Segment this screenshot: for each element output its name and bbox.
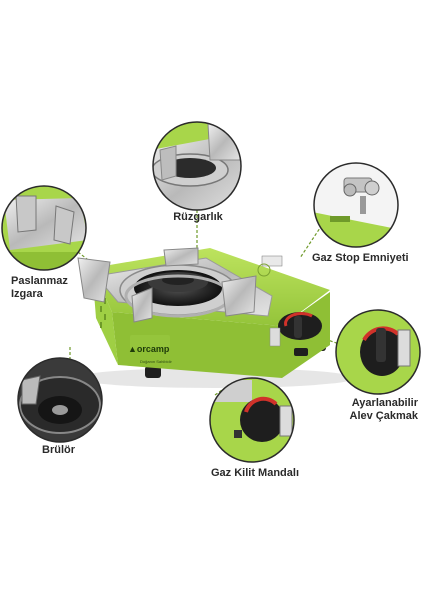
detail-circle-wind-guard <box>152 121 242 211</box>
detail-circle-burner <box>17 357 103 443</box>
feature-label-stainless-grill: Paslanmaz Izgara <box>11 275 68 300</box>
stove-main <box>75 247 355 388</box>
feature-label-burner: Brülör <box>42 444 75 456</box>
feature-label-gas-stop: Gaz Stop Emniyeti <box>312 252 409 264</box>
feature-label-igniter: Ayarlanabilir Alev Çakmak <box>349 397 419 422</box>
detail-circle-gas-lock <box>209 377 295 463</box>
feature-label-gas-lock: Gaz Kilit Mandalı <box>211 467 300 479</box>
detail-circle-gas-stop <box>313 162 399 248</box>
mountain-logo-icon: ▲ <box>128 344 137 354</box>
detail-circle-stainless-grill <box>1 185 87 271</box>
brand-tagline: Doğanın Sahibidir <box>140 359 172 364</box>
feature-label-wind-guard: Rüzgarlık <box>173 211 223 223</box>
brand-logo: ▲orcamp <box>128 343 169 356</box>
brand-name: orcamp <box>136 344 170 354</box>
detail-circle-igniter <box>335 309 421 395</box>
